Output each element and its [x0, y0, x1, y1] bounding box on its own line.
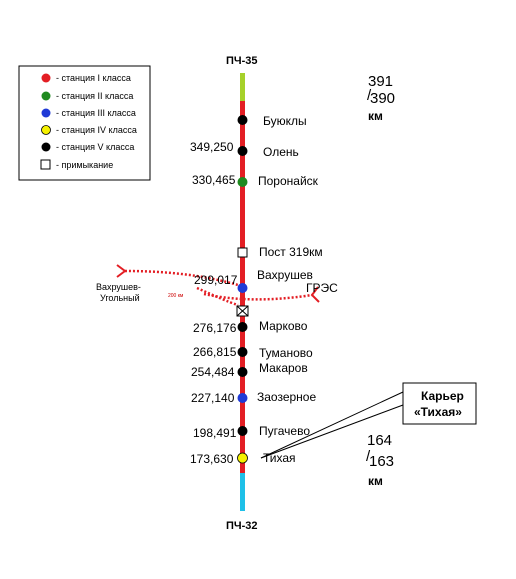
- callout-line2: «Тихая»: [414, 405, 462, 419]
- branch-left-label-line1: Вахрушев-: [96, 282, 141, 292]
- station-tumanovo-marker: [237, 347, 248, 357]
- range-top-unit: км: [368, 109, 383, 123]
- range-top-a: 391: [368, 73, 393, 90]
- legend-label-class-4: - станция IV класса: [56, 125, 137, 135]
- station-zaozernoe-name: Заозерное: [257, 390, 316, 404]
- station-poronaysk-name: Поронайск: [258, 174, 319, 188]
- station-markovo-name: Марково: [259, 319, 308, 333]
- range-bottom-unit: км: [368, 474, 383, 488]
- station-olen-km: 349,250: [190, 140, 234, 154]
- legend-marker-class-5: [41, 142, 51, 152]
- station-vakhrushev-km: 299,017: [194, 273, 238, 287]
- station-pugachevo-name: Пугачево: [259, 424, 310, 438]
- station-poronaysk-km: 330,465: [192, 173, 236, 187]
- pch-top-label: ПЧ-35: [226, 55, 258, 67]
- top-line-segment: [240, 73, 245, 101]
- station-buyukly-marker: [237, 115, 248, 125]
- branch-right-end-icon: [310, 286, 320, 303]
- station-pugachevo-km: 198,491: [193, 426, 237, 440]
- legend-marker-class-3: [41, 108, 51, 118]
- legend-marker-class-2: [41, 91, 51, 101]
- callout-kareer: Карьер «Тихая»: [260, 382, 477, 459]
- junction-post319-marker: [237, 247, 248, 258]
- range-bottom-sep: /: [366, 448, 371, 465]
- branch-left-lower: [196, 286, 239, 307]
- station-vakhrushev-name: Вахрушев: [257, 268, 313, 282]
- station-olen-name: Олень: [263, 145, 299, 159]
- branch-right: [203, 292, 313, 301]
- legend-marker-class-1: [41, 73, 51, 83]
- callout-line1: Карьер: [421, 389, 464, 403]
- junction-crossed-marker: [236, 305, 249, 317]
- station-tikhaya-marker: [237, 452, 248, 464]
- station-vakhrushev-marker: [237, 283, 248, 293]
- legend-label-junction: - примыкание: [56, 160, 113, 170]
- station-tumanovo-km: 266,815: [193, 345, 237, 359]
- branch-left: [124, 269, 239, 287]
- station-buyukly-name: Буюклы: [263, 114, 307, 128]
- station-pugachevo-marker: [237, 426, 248, 436]
- branch-left-end-icon: [116, 264, 127, 278]
- bottom-line-segment: [240, 473, 245, 511]
- station-makarov-marker: [237, 367, 248, 377]
- station-tikhaya-km: 173,630: [190, 452, 234, 466]
- branch-right-label: ГРЭС: [306, 281, 338, 295]
- branch-left-tiny-label: 200 км: [168, 293, 184, 299]
- legend-label-class-3: - станция III класса: [56, 108, 136, 118]
- junction-post319-name: Пост 319км: [259, 245, 323, 259]
- legend-label-class-1: - станция I класса: [56, 73, 131, 83]
- legend-label-class-5: - станция V класса: [56, 142, 134, 152]
- station-makarov-name: Макаров: [259, 361, 308, 375]
- station-olen-marker: [237, 146, 248, 156]
- legend-marker-junction: [40, 159, 51, 170]
- range-bottom-a: 164: [367, 432, 392, 449]
- legend-label-class-2: - станция II класса: [56, 91, 133, 101]
- station-makarov-km: 254,484: [191, 365, 235, 379]
- range-bottom-b: 163: [369, 453, 394, 470]
- range-top-sep: /: [367, 87, 372, 104]
- branch-left-label-line2: Угольный: [100, 293, 140, 303]
- station-tumanovo-name: Туманово: [259, 346, 313, 360]
- station-markovo-km: 276,176: [193, 321, 237, 335]
- legend: - станция I класса - станция II класса -…: [18, 65, 151, 181]
- legend-marker-class-4: [41, 125, 51, 135]
- station-poronaysk-marker: [237, 177, 248, 187]
- pch-bottom-label: ПЧ-32: [226, 520, 258, 532]
- station-markovo-marker: [237, 322, 248, 332]
- station-zaozernoe-marker: [237, 393, 248, 403]
- station-zaozernoe-km: 227,140: [191, 391, 235, 405]
- station-tikhaya-name: Тихая: [263, 451, 296, 465]
- range-top-b: 390: [370, 90, 395, 107]
